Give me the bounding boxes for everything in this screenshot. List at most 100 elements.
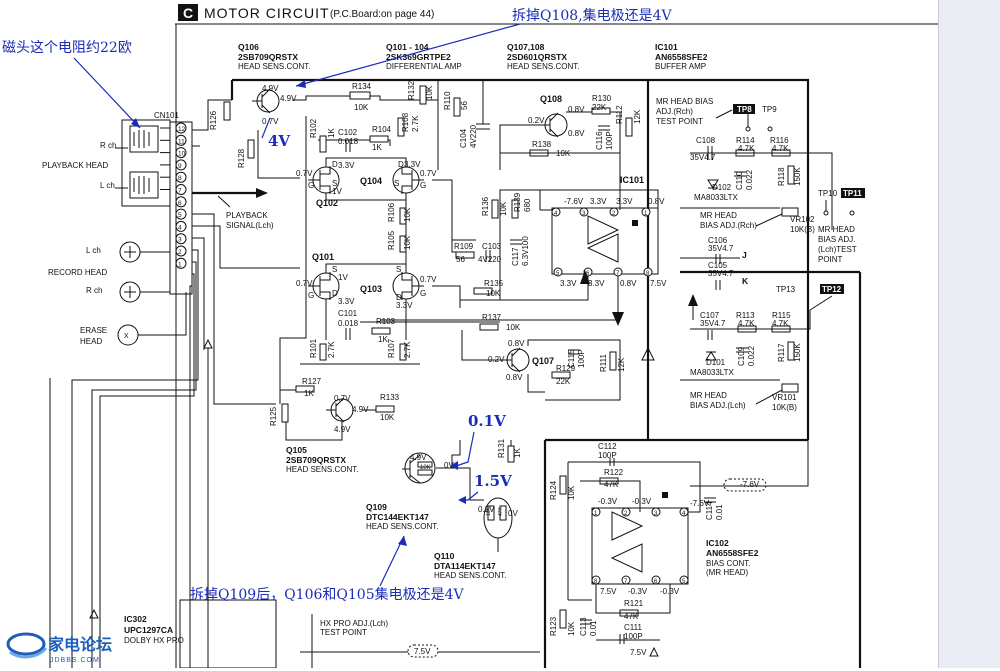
svg-text:磁头这个电阻约22欧: 磁头这个电阻约22欧 (2, 39, 132, 56)
svg-text:Q101: Q101 (312, 252, 334, 262)
svg-text:D: D (332, 289, 338, 298)
cn101-pin-number: 10 (178, 151, 186, 158)
svg-text:C116: C116 (595, 131, 604, 150)
svg-text:G: G (308, 291, 314, 300)
svg-text:10K(B): 10K(B) (772, 403, 797, 412)
svg-text:6.3V100: 6.3V100 (521, 236, 530, 266)
resistor-r104 (369, 135, 389, 143)
svg-text:2SB709QRSTX: 2SB709QRSTX (286, 455, 346, 465)
svg-text:R124: R124 (549, 480, 558, 500)
svg-text:10K(B): 10K(B) (790, 225, 815, 234)
svg-text:4.9V: 4.9V (262, 84, 279, 93)
svg-text:R108: R108 (401, 112, 410, 132)
svg-text:HX PRO ADJ.(Lch): HX PRO ADJ.(Lch) (320, 619, 388, 628)
svg-text:C105: C105 (708, 261, 728, 270)
svg-text:JDBBS.COM: JDBBS.COM (50, 657, 100, 664)
tp13-label: TP13 (776, 285, 796, 294)
svg-text:POINT: POINT (818, 255, 843, 264)
svg-text:4.9V: 4.9V (334, 425, 351, 434)
svg-text:0.2V: 0.2V (528, 116, 545, 125)
q101-104-header: Q101 - 104 2SK369GRTPE2 DIFFERENTIAL AMP (386, 42, 462, 71)
svg-text:R138: R138 (532, 140, 552, 149)
svg-text:R139: R139 (513, 192, 522, 212)
svg-text:Q110: Q110 (434, 551, 455, 561)
cn101-pin-number: 1 (178, 261, 182, 268)
svg-text:TEST POINT: TEST POINT (656, 117, 703, 126)
svg-text:Q106: Q106 (238, 42, 259, 52)
cn101-pin-number: 7 (178, 188, 182, 195)
svg-text:Q107: Q107 (532, 356, 554, 366)
resistor-r124 (559, 475, 567, 495)
svg-text:0.8V: 0.8V (568, 129, 585, 138)
svg-text:L ch: L ch (100, 181, 115, 190)
svg-text:HEAD SENS.CONT.: HEAD SENS.CONT. (286, 465, 358, 474)
svg-text:IC101: IC101 (620, 175, 644, 185)
svg-text:R102: R102 (309, 118, 318, 138)
capacitor-c117: C117 6.3V100 (510, 236, 530, 266)
svg-text:HEAD SENS.CONT.: HEAD SENS.CONT. (434, 571, 506, 580)
svg-text:G: G (420, 181, 426, 190)
svg-text:47K: 47K (498, 506, 504, 516)
svg-text:BIAS ADJ.(Rch): BIAS ADJ.(Rch) (700, 221, 757, 230)
page-title: MOTOR CIRCUIT (204, 5, 330, 21)
resistor-r139 (511, 199, 519, 219)
svg-text:IC102: IC102 (706, 538, 729, 548)
svg-text:10K: 10K (567, 485, 576, 500)
resistor-r125 (281, 403, 289, 423)
svg-text:3.3V: 3.3V (338, 297, 355, 306)
resistor-r133 (375, 405, 395, 413)
pin-j: J (742, 250, 747, 260)
cn101-pin-number: 9 (178, 163, 182, 170)
svg-text:0.8V: 0.8V (648, 197, 665, 206)
svg-text:R117: R117 (777, 343, 786, 362)
transistor-q101: Q101 S 1V 0.7V G D 3.3V (296, 252, 355, 306)
svg-text:R134: R134 (352, 82, 372, 91)
svg-text:4V220: 4V220 (469, 124, 478, 148)
svg-text:C101: C101 (338, 309, 358, 318)
svg-text:7: 7 (624, 579, 628, 585)
cn101-pin (175, 257, 187, 269)
svg-text:MR HEAD: MR HEAD (818, 225, 855, 234)
capacitor-c108: C108 35V4.7 (690, 136, 716, 162)
capacitor-c107: C107 35V4.7 (700, 311, 726, 340)
annotation-1-5v: 1.5V (458, 472, 512, 504)
svg-text:C110: C110 (735, 171, 744, 190)
svg-text:4.7K: 4.7K (772, 319, 789, 328)
svg-text:0.018: 0.018 (338, 137, 359, 146)
transistor-q108: Q108 0.2V 0.8V 0.8V (528, 94, 585, 138)
svg-text:8: 8 (594, 579, 598, 585)
svg-text:10K: 10K (380, 413, 395, 422)
svg-text:1K: 1K (513, 448, 522, 458)
ic101-header: IC101 AN6558SFE2 BUFFER AMP (655, 42, 708, 71)
svg-text:5: 5 (682, 579, 686, 585)
svg-text:TP8: TP8 (737, 105, 752, 114)
svg-text:0.8V: 0.8V (568, 105, 585, 114)
svg-text:2: 2 (612, 211, 616, 217)
svg-text:R115: R115 (772, 311, 791, 320)
svg-text:TP10: TP10 (818, 189, 838, 198)
cn101-pin (175, 245, 187, 257)
resistor-r134 (349, 91, 371, 100)
svg-text:TP11: TP11 (843, 189, 862, 198)
resistor-r127 (295, 385, 315, 393)
diode-d101: D101 MA8033LTX (690, 351, 735, 377)
svg-text:6: 6 (654, 579, 658, 585)
flow-arrow-up (580, 270, 590, 284)
svg-text:R ch: R ch (86, 286, 102, 295)
svg-text:2SD601QRSTX: 2SD601QRSTX (507, 52, 567, 62)
svg-text:D: D (398, 160, 404, 169)
svg-text:DIFFERENTIAL AMP: DIFFERENTIAL AMP (386, 62, 462, 71)
cn101-pin (175, 220, 187, 232)
svg-text:10K: 10K (420, 465, 431, 471)
svg-text:VR101: VR101 (772, 393, 797, 402)
svg-text:100P: 100P (598, 451, 617, 460)
svg-text:R136: R136 (481, 196, 490, 216)
cn101-pin (175, 134, 187, 146)
resistor-r110 (453, 97, 461, 117)
svg-text:10K: 10K (499, 201, 508, 216)
svg-text:TEST POINT: TEST POINT (320, 628, 367, 637)
cn101-pin-number: 5 (178, 212, 182, 219)
svg-text:C114: C114 (705, 501, 714, 520)
svg-text:4.9V: 4.9V (410, 453, 427, 462)
